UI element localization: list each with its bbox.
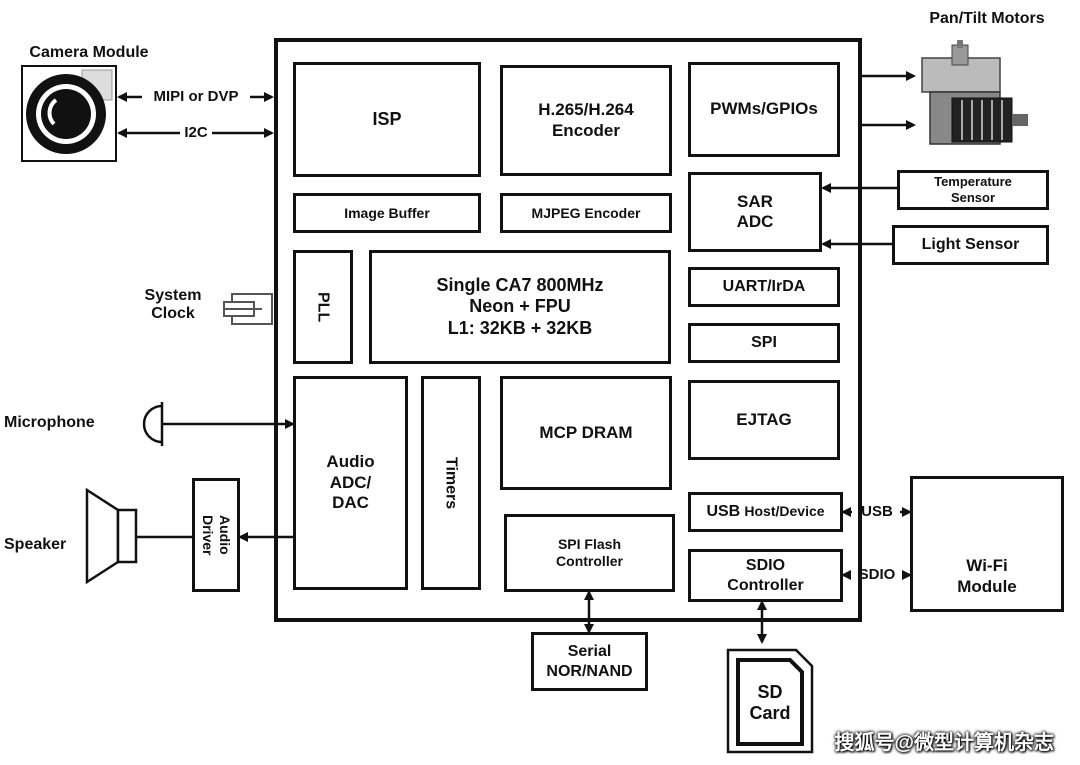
- speaker-icon: [85, 487, 138, 585]
- image-buffer-block: Image Buffer: [293, 193, 481, 233]
- microphone-icon: [142, 402, 164, 446]
- audio-driver-box: Audio Driver: [192, 478, 240, 592]
- timers-block: Timers: [421, 376, 481, 590]
- wifi-module-box: Wi-Fi Module: [910, 476, 1064, 612]
- pwm-gpio-block: PWMs/GPIOs: [688, 62, 840, 157]
- sdio-controller-block: SDIO Controller: [688, 549, 843, 602]
- watermark: 搜狐号@微型计算机杂志: [834, 732, 1054, 754]
- dram-block: MCP DRAM: [500, 376, 672, 490]
- sdio-link-label: SDIO: [858, 566, 896, 583]
- uart-block: UART/IrDA: [688, 267, 840, 307]
- audio-codec-block: Audio ADC/ DAC: [293, 376, 408, 590]
- ejtag-block: EJTAG: [688, 380, 840, 460]
- usb-label: USB: [706, 503, 741, 521]
- serial-flash-box: Serial NOR/NAND: [531, 632, 648, 691]
- soc-outline: [274, 38, 862, 622]
- system-clock-label: System Clock: [144, 287, 202, 323]
- usb-controller-block: USB Host/Device: [688, 492, 843, 532]
- pan-tilt-motors-label: Pan/Tilt Motors: [929, 10, 1045, 27]
- crystal-icon: [223, 293, 273, 325]
- cpu-block: Single CA7 800MHz Neon + FPU L1: 32KB + …: [369, 250, 671, 364]
- sd-card-icon: [726, 648, 814, 754]
- isp-block: ISP: [293, 62, 481, 177]
- host-device-label: Host/Device: [744, 503, 825, 520]
- encoder-block: H.265/H.264 Encoder: [500, 65, 672, 176]
- light-sensor-box: Light Sensor: [892, 225, 1049, 265]
- temperature-sensor-box: Temperature Sensor: [897, 170, 1049, 210]
- sar-adc-block: SAR ADC: [688, 172, 822, 252]
- mjpeg-encoder-block: MJPEG Encoder: [500, 193, 672, 233]
- motor-icon: [921, 40, 1028, 145]
- sd-card-label: SD Card: [749, 682, 791, 723]
- pll-block: PLL: [293, 250, 353, 364]
- microphone-label: Microphone: [4, 414, 95, 431]
- spi-block: SPI: [688, 323, 840, 363]
- spi-flash-controller-block: SPI Flash Controller: [504, 514, 675, 592]
- i2c-label: I2C: [180, 124, 212, 142]
- camera-icon: [21, 65, 117, 162]
- speaker-label: Speaker: [4, 536, 67, 553]
- camera-module-label: Camera Module: [29, 44, 149, 61]
- usb-link-label: USB: [861, 503, 893, 520]
- mipi-dvp-label: MIPI or DVP: [142, 88, 250, 106]
